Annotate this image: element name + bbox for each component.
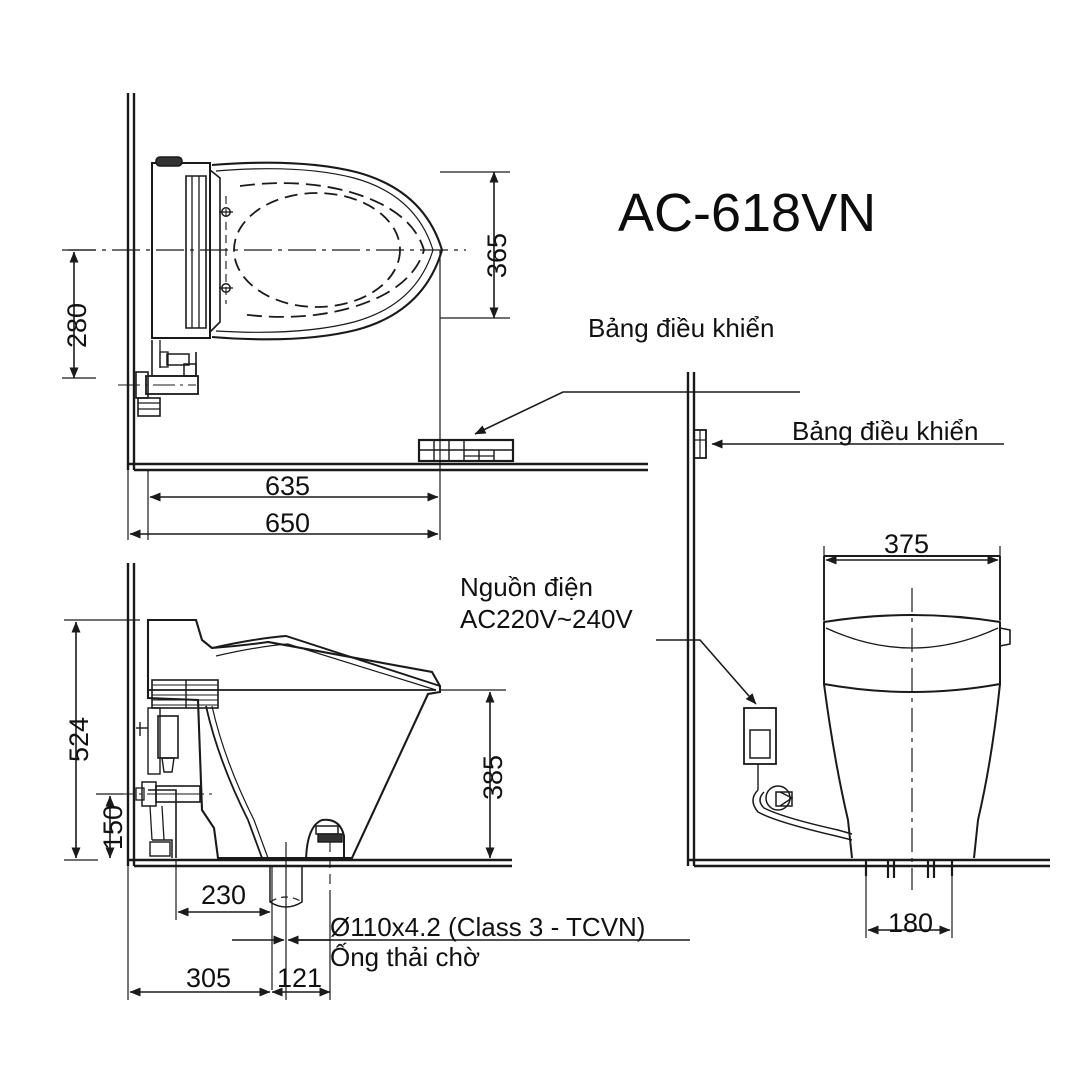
dim-label-180: 180	[888, 908, 934, 938]
dim-label-230: 230	[201, 880, 247, 910]
dim-524	[64, 619, 140, 861]
dim-label-650: 650	[265, 508, 311, 538]
dim-label-524: 524	[64, 716, 94, 762]
dim-280	[62, 249, 96, 379]
page-title: AC-618VN	[618, 183, 877, 243]
toilet-rear-housing-plan	[151, 156, 221, 339]
floor-line-side	[128, 858, 512, 868]
waste-outlet-side	[305, 818, 345, 890]
dim-label-365: 365	[482, 232, 512, 278]
floor-line-front	[688, 858, 1050, 868]
dim-150	[96, 793, 124, 859]
top-plan-view	[62, 93, 800, 540]
power-adapter-front	[743, 707, 853, 841]
callout-control-panel-top: Bảng điều khiển	[588, 313, 775, 343]
callout-control-panel-front: Bảng điều khiển	[792, 416, 979, 446]
dim-121	[271, 950, 331, 1000]
leader-control-panel-top	[474, 391, 800, 435]
dim-365	[440, 171, 510, 319]
wall-line-front	[686, 372, 696, 866]
floor-fixings-front	[864, 860, 954, 878]
callout-pipe-name: Ống thải chờ	[330, 942, 481, 972]
toilet-body-front	[823, 555, 1011, 890]
water-supply-valve-side	[112, 707, 214, 841]
callout-power-source-line1: Nguồn điện	[460, 572, 593, 602]
wall-line-side	[126, 563, 136, 866]
control-panel-plan	[417, 438, 515, 463]
dim-180	[865, 876, 953, 938]
side-elevation-view	[64, 563, 690, 1000]
vent-grille-side	[151, 679, 219, 709]
water-supply-fitting-plan	[118, 340, 199, 417]
dim-label-305: 305	[186, 963, 232, 993]
callout-pipe-spec: Ø110x4.2 (Class 3 - TCVN)	[330, 912, 646, 942]
dim-385	[440, 689, 506, 861]
dim-label-635: 635	[265, 471, 311, 501]
floor-line-top	[128, 462, 648, 472]
front-elevation-view	[656, 372, 1050, 938]
dim-label-375: 375	[884, 529, 930, 559]
dim-label-121: 121	[277, 963, 323, 993]
dim-label-150: 150	[98, 804, 128, 850]
callout-power-source-line2: AC220V~240V	[460, 604, 633, 634]
dim-label-280: 280	[62, 302, 92, 348]
control-panel-front	[693, 429, 707, 459]
wall-line-top	[126, 93, 136, 470]
toilet-body-side	[146, 618, 442, 860]
dim-375	[823, 546, 1001, 628]
leader-power-source	[656, 639, 757, 705]
dim-label-385: 385	[478, 754, 508, 800]
